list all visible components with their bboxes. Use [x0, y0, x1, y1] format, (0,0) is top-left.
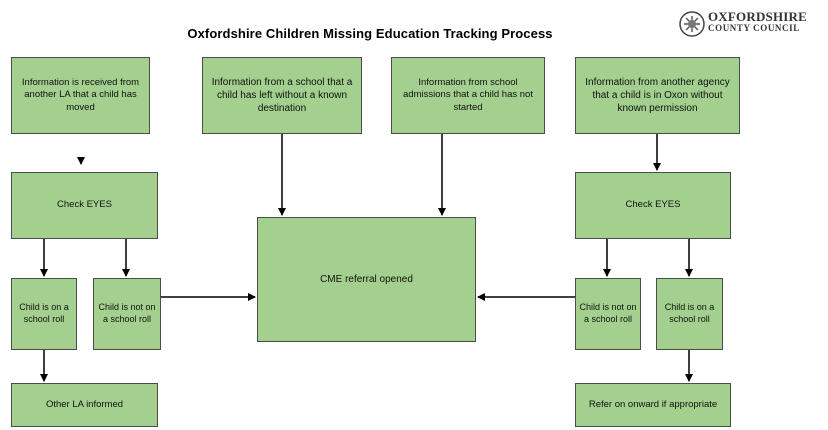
not-on-roll-right-box: Child is not on a school roll: [575, 278, 641, 350]
crest-icon: [679, 11, 705, 37]
cme-referral-box: CME referral opened: [257, 217, 476, 342]
other-la-informed-box: Other LA informed: [11, 383, 158, 427]
info-from-agency-box: Information from another agency that a c…: [575, 57, 740, 134]
info-from-la-box: Information is received from another LA …: [11, 57, 150, 134]
council-logo: OXFORDSHIRE COUNTY COUNCIL: [678, 10, 824, 40]
logo-line-2: COUNTY COUNCIL: [708, 23, 800, 33]
check-eyes-left-box: Check EYES: [11, 172, 158, 239]
refer-onward-box: Refer on onward if appropriate: [575, 383, 731, 427]
not-on-roll-left-box: Child is not on a school roll: [93, 278, 161, 350]
on-roll-right-box: Child is on a school roll: [656, 278, 723, 350]
info-from-admissions-box: Information from school admissions that …: [391, 57, 545, 134]
info-from-school-box: Information from a school that a child h…: [202, 57, 362, 134]
logo-line-1: OXFORDSHIRE: [708, 9, 807, 24]
check-eyes-right-box: Check EYES: [575, 172, 731, 239]
page-title: Oxfordshire Children Missing Education T…: [187, 26, 553, 41]
on-roll-left-box: Child is on a school roll: [11, 278, 77, 350]
